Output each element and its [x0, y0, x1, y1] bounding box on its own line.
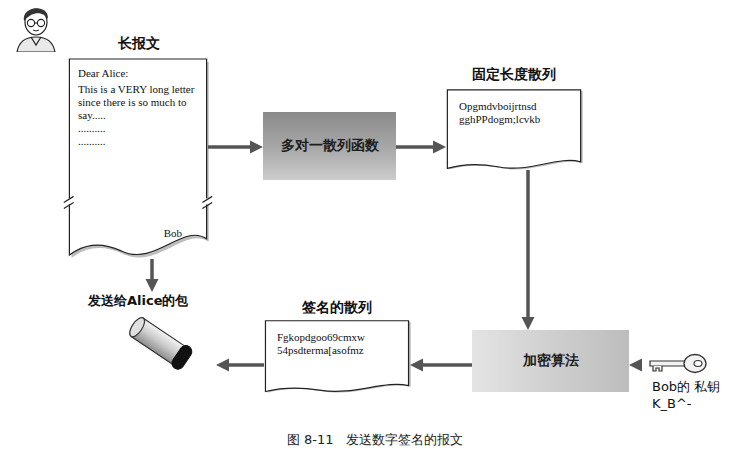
paper-outline [264, 320, 410, 393]
letter-line: .......... [78, 122, 198, 135]
arrow-line [224, 363, 264, 367]
paper-border [265, 321, 408, 392]
break-mark [202, 196, 212, 202]
paper-border [447, 90, 580, 169]
document-shape: 固定长度散列 Opgmdvboijrtnsd gghPPdogm;lcvkb [446, 64, 582, 170]
document-paper: Opgmdvboijrtnsd gghPPdogm;lcvkb [446, 89, 582, 170]
arrow-connector [146, 259, 159, 292]
person-glasses [35, 22, 38, 23]
document-body: Opgmdvboijrtnsd gghPPdogm;lcvkb [446, 89, 582, 126]
arrow-line [150, 259, 154, 284]
key-icon [646, 352, 708, 374]
person-icon [12, 0, 60, 52]
letter-paper: Dear Alice: This is a VERY long letter si… [68, 57, 208, 259]
mailbox-body [126, 314, 194, 372]
break-mark [64, 202, 74, 208]
letter-body: Dear Alice: This is a VERY long letter si… [68, 57, 208, 148]
hash-text: Opgmdvboijrtnsd gghPPdogm;lcvkb [459, 100, 570, 126]
arrow-connector [208, 141, 263, 154]
arrow-head [433, 141, 446, 154]
mailbox-icon [122, 314, 212, 380]
letter-line: Dear Alice: [78, 67, 198, 80]
node-heading: 长报文 [68, 33, 208, 53]
document-shape: 签名的散列 Fgkopdgoo69cmxw 54psdterma[asofmz [264, 297, 410, 393]
arrow-head [146, 279, 159, 292]
arrow-line [208, 145, 255, 149]
key-label: Bob的 私钥K_B^- [642, 378, 726, 412]
node-heading: 签名的散列 [264, 297, 410, 317]
arrow-line [526, 170, 530, 322]
arrow-head [216, 359, 229, 372]
key-hole [694, 361, 702, 367]
arrow-connector [216, 359, 264, 372]
break-mark [202, 202, 212, 208]
mailbox-lid [127, 315, 148, 339]
arrow-connector [522, 170, 535, 330]
document-body: Fgkopdgoo69cmxw 54psdterma[asofmz [264, 320, 410, 357]
box-label: 多对一散列函数 [281, 137, 379, 155]
mailbox-label: 发送给Alice的包 [88, 292, 216, 310]
key-shaft [650, 361, 686, 366]
person-shoulders [17, 37, 55, 52]
figure-caption: 图 8-11 发送数字签名的报文 [0, 431, 750, 449]
arrow-connector [410, 359, 472, 372]
paper-border [69, 59, 206, 255]
document-paper: Fgkopdgoo69cmxw 54psdterma[asofmz [264, 320, 410, 393]
arrow-line [418, 363, 472, 367]
process-box: 多对一散列函数 [263, 112, 396, 180]
key-bow [684, 355, 706, 373]
person-mouth [33, 30, 39, 31]
letter-line: This is a VERY long letter since there i… [78, 83, 198, 122]
arrow-connector [396, 141, 446, 154]
private-key: Bob的 私钥K_B^- [642, 352, 726, 424]
person-hair [24, 8, 48, 21]
arrow-line [637, 363, 642, 367]
letter-document: 长报文 Dear Alice: This is a VERY long letter… [68, 33, 208, 259]
letter-line: .......... [78, 135, 198, 148]
person-glasses [37, 19, 44, 26]
process-box: 加密算法 [472, 330, 629, 392]
arrow-line [396, 145, 438, 149]
arrow-head [522, 317, 535, 330]
mailbox-end [170, 343, 194, 371]
box-label: 加密算法 [523, 352, 579, 370]
break-mark [64, 196, 74, 202]
arrow-head [250, 141, 263, 154]
arrow-head [410, 359, 423, 372]
arrow-head [629, 359, 642, 372]
mailbox: 发送给Alice的包 [88, 292, 216, 382]
letter-signature: Bob [164, 227, 182, 239]
node-heading: 固定长度散列 [446, 64, 582, 84]
person-glasses [27, 19, 34, 26]
arrow-connector [629, 359, 642, 372]
person-collar [31, 37, 41, 45]
hash-text: Fgkopdgoo69cmxw 54psdterma[asofmz [277, 331, 398, 357]
key-teeth [653, 366, 662, 371]
